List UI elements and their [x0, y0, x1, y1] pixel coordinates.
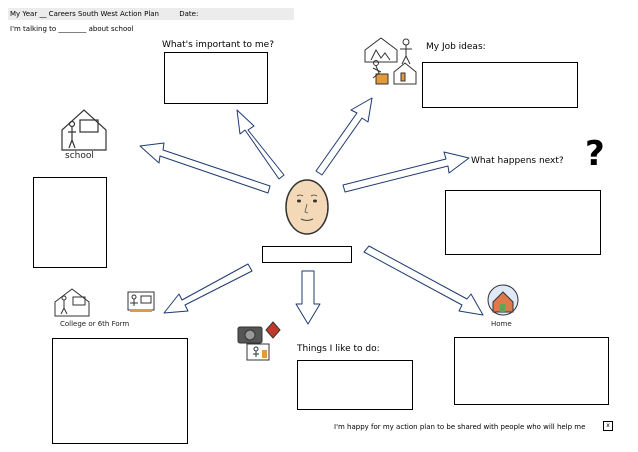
next-label: What happens next? — [471, 156, 564, 166]
arrow-to-next — [342, 151, 470, 193]
college-icon — [54, 288, 90, 317]
college-box[interactable] — [52, 338, 188, 444]
consent-checkbox[interactable]: x — [603, 421, 613, 431]
sixth-form-icon — [127, 291, 155, 312]
talking-line: I'm talking to ________ about school — [10, 25, 134, 33]
job-ideas-icon — [364, 37, 417, 85]
likes-box[interactable] — [297, 360, 413, 410]
name-box[interactable] — [262, 246, 352, 263]
important-box[interactable] — [164, 52, 268, 104]
arrow-to-home — [363, 245, 484, 316]
arrow-to-college — [163, 263, 253, 314]
school-box[interactable] — [33, 177, 107, 268]
hobbies-icon — [237, 321, 281, 361]
college-caption: College or 6th Form — [60, 320, 130, 328]
arrow-to-job-ideas — [315, 97, 373, 176]
arrow-to-important — [236, 109, 285, 180]
school-icon — [61, 109, 107, 151]
arrow-to-likes — [295, 270, 321, 325]
job-ideas-label: My Job ideas: — [426, 42, 486, 52]
likes-label: Things I like to do: — [297, 344, 380, 354]
job-ideas-box[interactable] — [422, 62, 578, 108]
arrow-to-school — [139, 142, 271, 194]
header-bar: My Year __ Careers South West Action Pla… — [8, 8, 294, 20]
consent-text: I'm happy for my action plan to be share… — [334, 423, 586, 431]
question-mark-icon: ? — [585, 134, 605, 174]
home-box[interactable] — [454, 337, 609, 405]
important-label: What's important to me? — [162, 40, 274, 50]
next-box[interactable] — [445, 190, 601, 255]
header-date-label: Date: — [179, 10, 199, 18]
face-icon — [285, 179, 329, 235]
header-title: My Year __ Careers South West Action Pla… — [10, 10, 159, 18]
home-icon — [487, 284, 519, 316]
home-caption: Home — [491, 320, 512, 328]
school-caption: school — [65, 151, 94, 161]
